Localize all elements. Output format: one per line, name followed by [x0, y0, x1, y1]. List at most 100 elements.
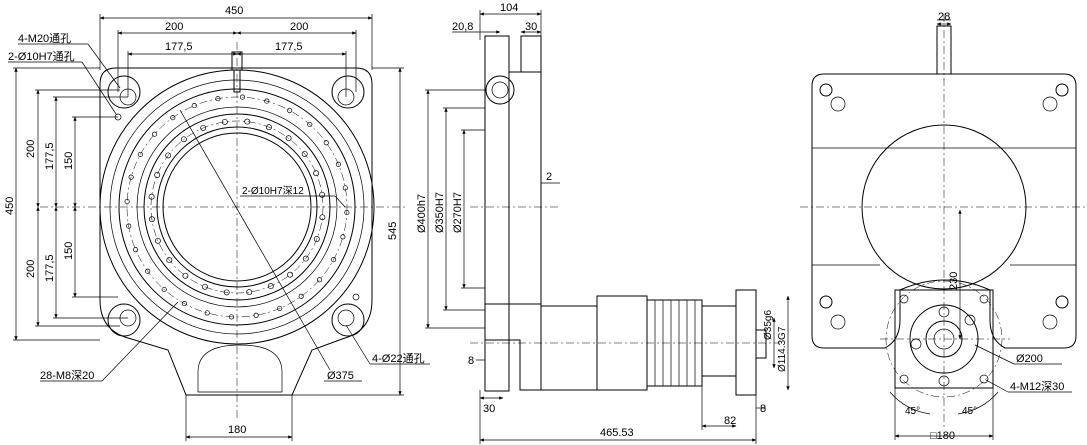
side-top-boss: [485, 75, 515, 105]
dim-rear-square-180: □180: [930, 430, 955, 442]
front-corner-hole-bl: [107, 303, 141, 337]
front-base-recess: [197, 344, 283, 393]
rear-corner-hole-tr2: [1042, 96, 1058, 112]
side-motor-shaft: [755, 329, 767, 359]
bolt-hole: [298, 293, 304, 299]
front-outer-bolt-holes: [124, 94, 350, 320]
bolt-hole: [266, 124, 272, 131]
front-corner-hole-tl: [107, 75, 141, 109]
bolt-hole: [202, 283, 208, 290]
bolt-hole: [148, 193, 155, 200]
dim-front-left-150-top: 150: [63, 152, 75, 170]
side-main-body: [484, 35, 510, 392]
rear-view: 28 230 Ø200 4-M12深30 45° 45° □180: [800, 11, 1085, 442]
bolt-hole: [128, 174, 134, 180]
bolt-hole: [148, 216, 155, 223]
dim-side-top-30: 30: [525, 21, 537, 33]
bolt-hole: [228, 314, 235, 320]
bolt-hole: [244, 118, 251, 125]
bolt-hole: [246, 289, 253, 296]
bolt-hole: [344, 209, 350, 216]
callout-m8: 28-M8深20: [40, 369, 94, 382]
bolt-hole: [277, 305, 283, 311]
dim-front-inner-left: 177,5: [165, 41, 193, 53]
dim-side-spigot-dia: Ø114.3G7: [777, 326, 788, 372]
dim-side-gap-2: 2: [546, 171, 552, 183]
rear-corner-hole-tr: [1055, 83, 1069, 97]
bolt-hole: [319, 191, 326, 198]
bolt-hole: [204, 310, 210, 316]
dim-rear-dia-200: Ø200: [1016, 353, 1043, 365]
dim-front-left-150-bot: 150: [63, 242, 75, 260]
side-motor-flange: [735, 289, 757, 396]
dim-front-half-right: 200: [290, 21, 308, 33]
dim-side-dia-350: Ø350H7: [434, 192, 446, 233]
dim-side-dia-270: Ø270H7: [452, 192, 464, 233]
side-top-boss-inner: [491, 81, 509, 99]
rear-body-outline: [811, 73, 1077, 349]
front-corner-hole-tr: [331, 75, 365, 109]
side-top-bracket: [520, 35, 542, 73]
front-corner-hole-br-inner: [337, 309, 355, 327]
bolt-hole: [124, 198, 130, 205]
rear-corner-hole-br2: [1042, 314, 1058, 330]
rear-corner-hole-bl2: [830, 314, 846, 330]
rear-corner-hole-tl: [819, 83, 833, 97]
dim-side-dia-400: Ø400h7: [416, 194, 428, 233]
bolt-hole: [221, 118, 228, 125]
bolt-hole: [287, 271, 294, 278]
bolt-hole: [191, 103, 197, 109]
bolt-hole: [331, 257, 337, 263]
bolt-hole: [285, 135, 292, 142]
dim-front-left-200-top: 200: [25, 140, 37, 158]
angle-rear-left: 45°: [905, 406, 920, 417]
bolt-hole: [287, 107, 293, 113]
rear-corner-hole-tl2: [830, 96, 846, 112]
front-corner-hole-br: [331, 303, 365, 337]
callout-pin-depth: 2-Ø10H7深12: [242, 185, 304, 197]
dim-side-shaft-dia: Ø35g6: [763, 310, 774, 340]
side-motor-end: [701, 305, 737, 377]
bolt-hole: [319, 214, 326, 221]
bolt-hole: [182, 272, 189, 279]
bolt-hole: [145, 268, 151, 274]
front-inner-bolt-holes: [148, 118, 326, 296]
side-motor-adapter: [540, 305, 598, 391]
dim-side-motor-82: 82: [724, 415, 736, 427]
angle-rear-right: 45°: [962, 406, 977, 417]
rear-corner-hole-bl: [819, 295, 833, 309]
bolt-hole: [323, 140, 329, 146]
bolt-hole: [161, 286, 167, 293]
dim-side-top-104: 104: [500, 2, 518, 14]
dim-side-top-20-8: 20,8: [452, 21, 473, 33]
dim-side-bottom-30: 30: [483, 403, 495, 415]
bolt-hole: [165, 152, 172, 159]
side-flange: [508, 71, 542, 305]
bolt-hole: [264, 98, 270, 104]
dim-rear-230: 230: [948, 272, 960, 290]
bolt-hole: [200, 124, 207, 131]
bolt-hole: [239, 94, 246, 100]
bolt-hole: [340, 234, 346, 240]
dim-front-bottom-width: 180: [228, 424, 246, 436]
bolt-hole: [307, 121, 313, 128]
label-diameter-375: Ø375: [327, 370, 354, 382]
side-lower-step: [485, 303, 542, 391]
bolt-hole: [180, 136, 187, 143]
bolt-hole: [137, 151, 143, 157]
callout-rear-m12: 4-M12深30: [1010, 380, 1064, 393]
bolt-hole: [170, 115, 176, 121]
bolt-hole: [151, 131, 158, 137]
dim-side-total-length: 465.53: [600, 427, 634, 439]
bolt-hole: [126, 223, 132, 229]
bolt-hole: [342, 185, 348, 191]
dim-front-inner-right: 177,5: [275, 41, 303, 53]
bolt-hole: [223, 289, 230, 296]
bolt-hole: [267, 283, 274, 290]
side-view: 104 20,8 30 Ø400h7 Ø350H7 Ø270H7 2 8 30 …: [416, 2, 790, 444]
bolt-hole: [181, 301, 187, 307]
bolt-hole: [313, 236, 320, 242]
bolt-hole: [253, 312, 259, 318]
callout-hole22: 4-Ø22通孔: [372, 352, 425, 365]
